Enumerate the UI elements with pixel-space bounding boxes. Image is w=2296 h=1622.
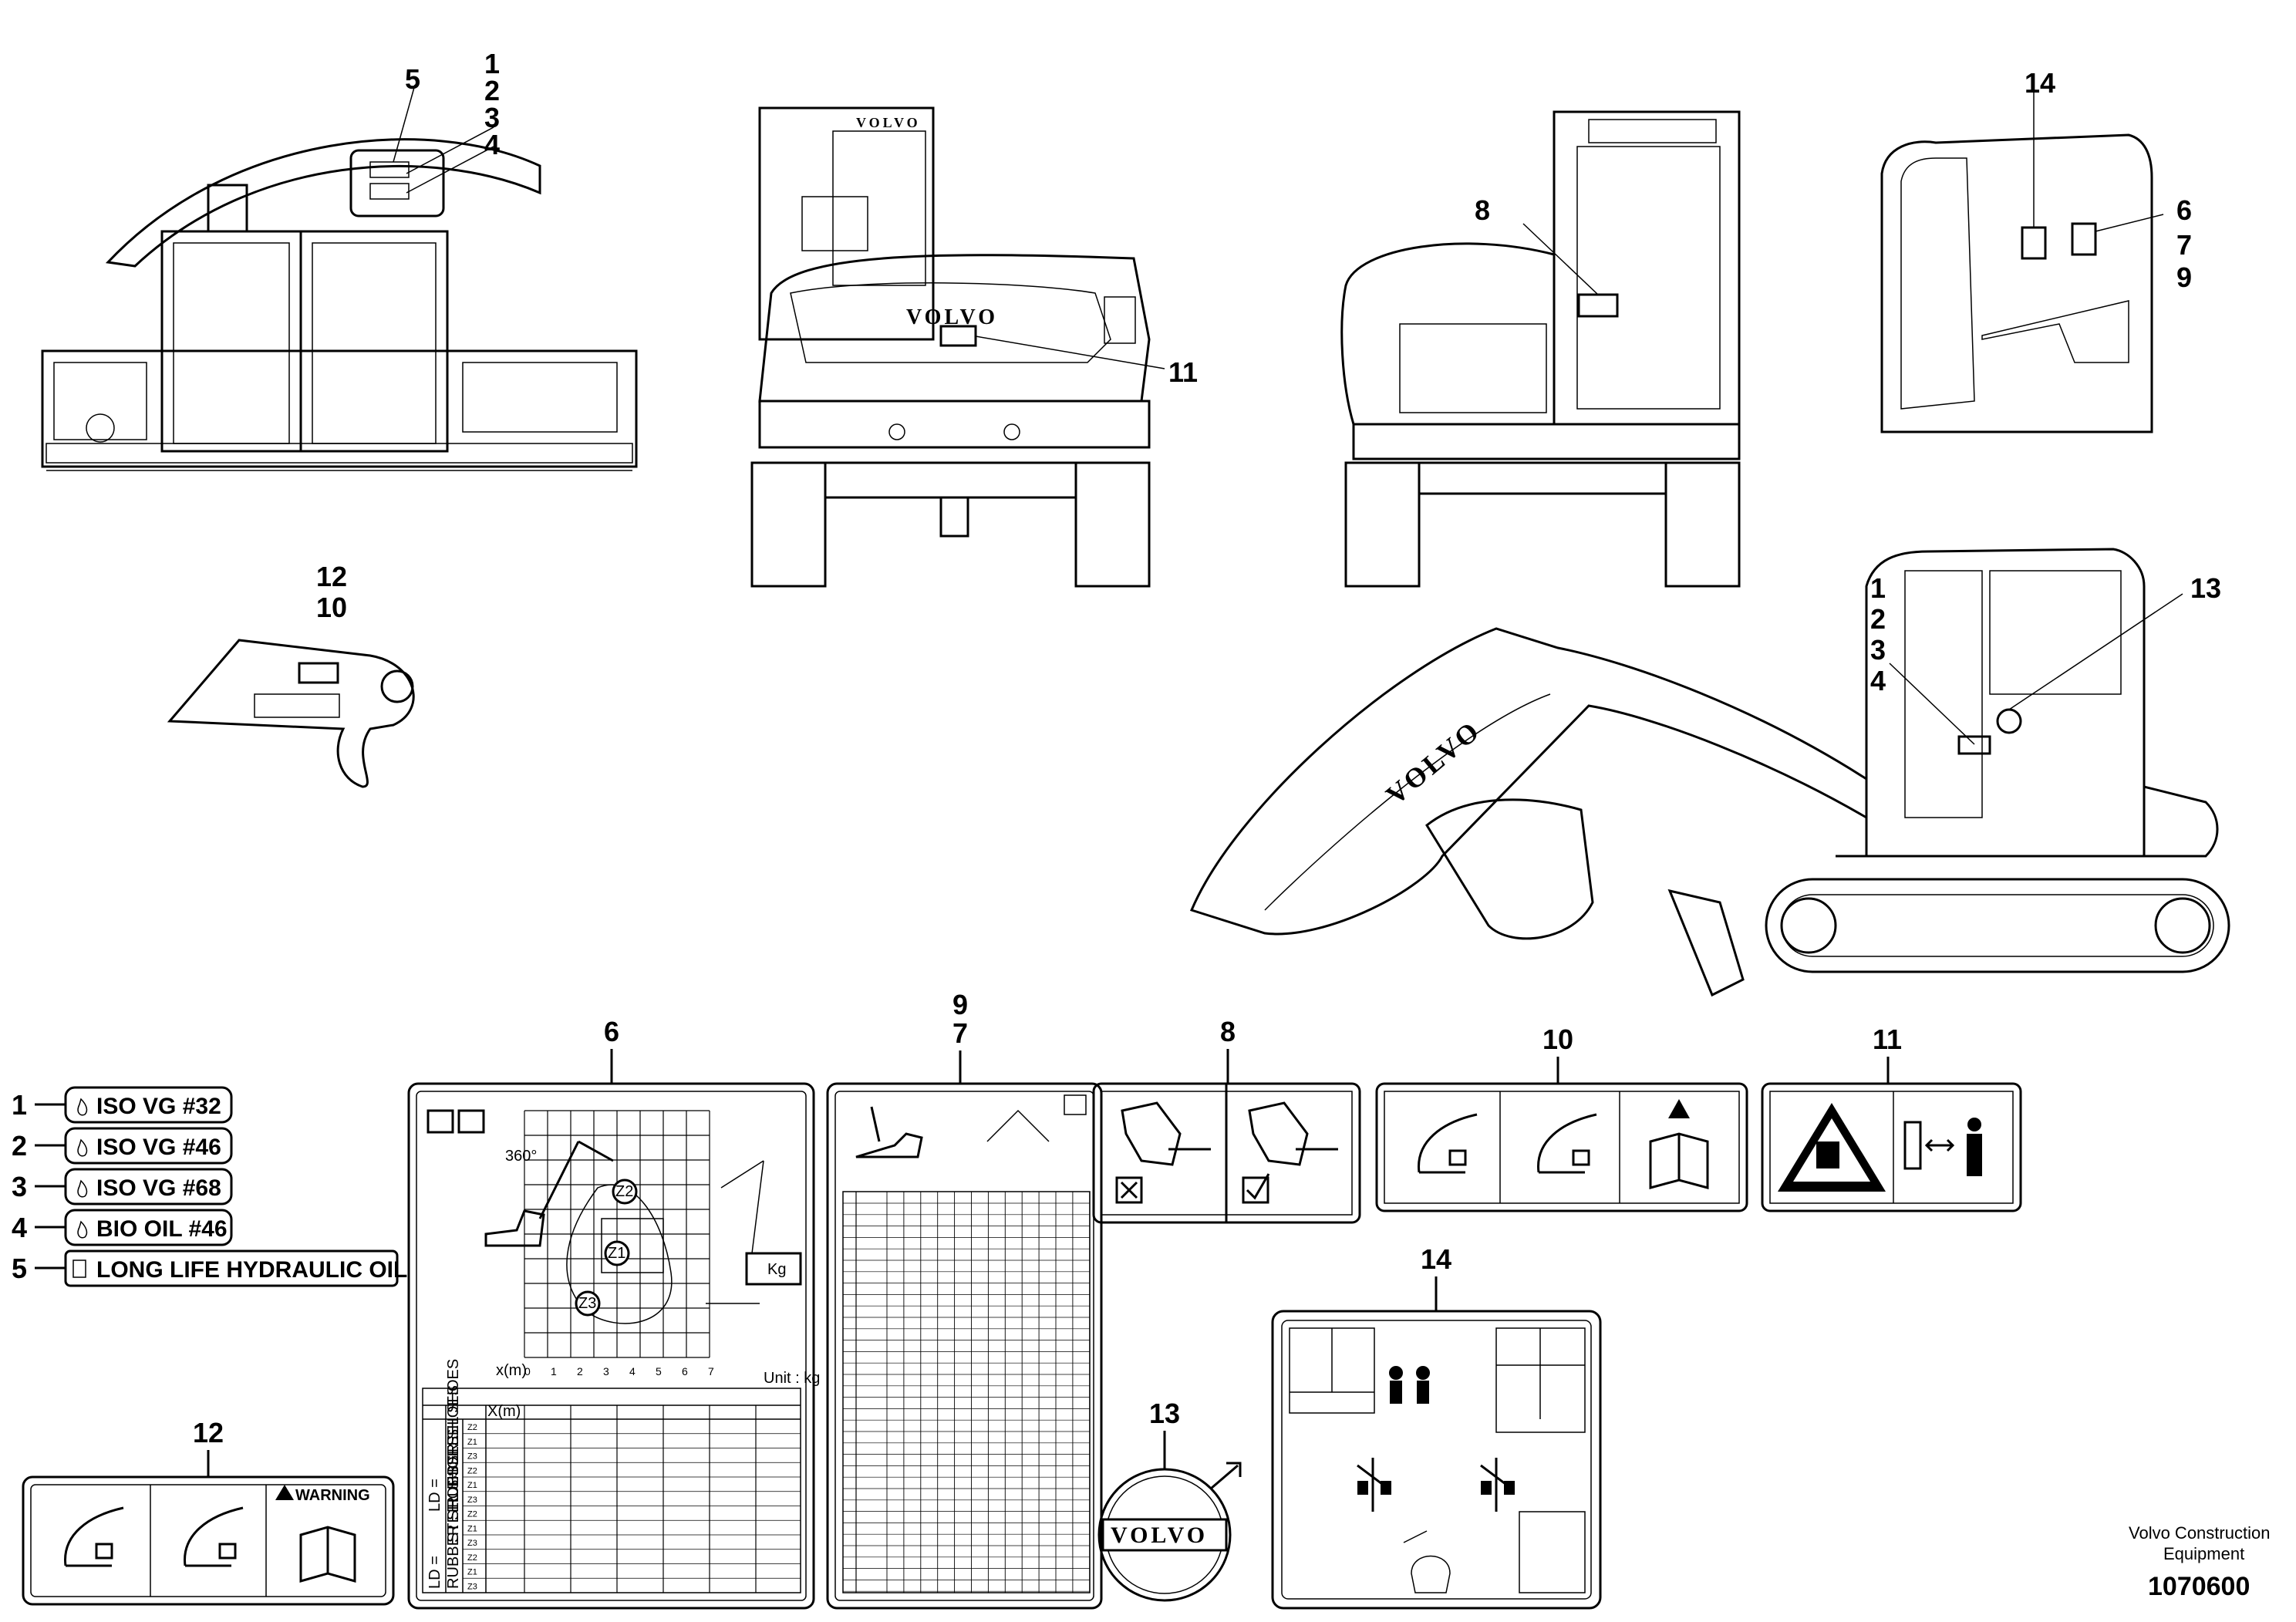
fluid-label-text-4: BIO OIL #46 <box>96 1216 228 1242</box>
machine-top-view <box>41 84 638 471</box>
table-row-label: Z3 <box>467 1582 477 1591</box>
fluid-label-text-5: LONG LIFE HYDRAULIC OIL <box>96 1257 407 1283</box>
table-row-label: Z2 <box>467 1466 477 1475</box>
callout-11: 11 <box>1168 356 1198 388</box>
callout-8-decal: 8 <box>1220 1016 1236 1047</box>
callout-6-decal: 6 <box>604 1016 619 1047</box>
x-axis-label: x(m) <box>496 1362 527 1379</box>
x-tick-label: 3 <box>603 1365 609 1378</box>
ld-label-1: LD = <box>426 1479 443 1512</box>
callout-14-decal: 14 <box>1421 1243 1451 1275</box>
decal-13-volvo-logo: VOLVO <box>1097 1462 1242 1602</box>
footer-doc-number: 1070600 <box>2148 1572 2250 1601</box>
fluid-label-num-2: 2 <box>12 1130 27 1162</box>
table-row-label: Z3 <box>467 1452 477 1462</box>
machine-rear-view: VOLVO VOLVO <box>750 106 1165 588</box>
fluid-label-num-4: 4 <box>12 1212 27 1243</box>
callout-8: 8 <box>1475 194 1490 226</box>
table-row-label: Z1 <box>467 1568 477 1577</box>
callout-4-side: 4 <box>1870 665 1886 696</box>
x-tick-label: 6 <box>682 1365 688 1378</box>
load-label: Kg <box>767 1261 786 1278</box>
decal-6-load-chart: Z2 Z1 Z3 360° Kg x(m) Unit : kg 0 1 2 3 4 5 6 7… <box>407 1082 820 1610</box>
callout-7-top: 7 <box>2176 229 2192 261</box>
fluid-label-num-3: 3 <box>12 1171 27 1202</box>
table-row-label: Z1 <box>467 1438 477 1447</box>
callout-2-side: 2 <box>1870 603 1886 635</box>
callout-13-side: 13 <box>2190 572 2221 604</box>
fluid-label-num-1: 1 <box>12 1089 27 1121</box>
x-tick-label: 5 <box>656 1365 662 1378</box>
decal-12: WARNING <box>22 1475 395 1606</box>
x-tick-label: 0 <box>524 1365 531 1378</box>
callout-9-decal: 9 <box>952 989 968 1020</box>
table-row-label: Z1 <box>467 1524 477 1533</box>
zone-z2: Z2 <box>615 1183 633 1200</box>
callout-12-mid: 12 <box>316 561 347 592</box>
callout-10-decal: 10 <box>1542 1023 1573 1055</box>
decal-14-controls <box>1271 1310 1602 1610</box>
brand-logo-decal: VOLVO <box>1111 1523 1208 1548</box>
x-tick-label: 4 <box>629 1365 636 1378</box>
callout-1-side: 1 <box>1870 572 1886 604</box>
callout-9-top: 9 <box>2176 261 2192 293</box>
quick-coupler-view <box>167 639 415 788</box>
decal-8 <box>1092 1082 1361 1224</box>
callout-11-decal: 11 <box>1873 1023 1902 1055</box>
shoe-rubber-1: RUBBER SHOES <box>445 1385 462 1508</box>
callout-3: 3 <box>484 102 500 133</box>
shoe-steel-1: STEEL SHOES <box>445 1359 462 1465</box>
callout-14-top: 14 <box>2025 67 2055 99</box>
shoe-rubber-2: RUBBER SHOES <box>445 1466 462 1589</box>
table-row-label: Z3 <box>467 1496 477 1505</box>
callout-2: 2 <box>484 75 500 106</box>
callout-4: 4 <box>484 129 500 160</box>
fluid-label-text-1: ISO VG #32 <box>96 1094 221 1119</box>
footer-company-line1: Volvo Construction <box>2129 1523 2270 1543</box>
decal-10 <box>1375 1082 1748 1212</box>
callout-1: 1 <box>484 48 500 79</box>
callout-7-decal: 7 <box>952 1017 968 1049</box>
x-tick-label: 2 <box>577 1365 583 1378</box>
shoe-steel-2: STEEL SHOES <box>445 1436 462 1543</box>
machine-front-view <box>1340 110 1741 588</box>
table-row-label: Z2 <box>467 1423 477 1432</box>
decal-12-warning: WARNING <box>295 1487 370 1504</box>
fluid-label-num-5: 5 <box>12 1253 27 1284</box>
callout-12-decal: 12 <box>193 1417 224 1448</box>
callout-3-side: 3 <box>1870 634 1886 666</box>
fluid-label-text-3: ISO VG #68 <box>96 1175 221 1201</box>
table-row-label: Z3 <box>467 1539 477 1548</box>
table-x-header: X(m) <box>487 1403 521 1420</box>
callout-10-mid: 10 <box>316 592 347 623</box>
fluid-label-text-2: ISO VG #46 <box>96 1135 221 1160</box>
fluid-labels: 1 ISO VG #32 2 ISO VG #46 3 ISO VG #68 4… <box>12 1086 407 1287</box>
zone-z1: Z1 <box>608 1245 625 1262</box>
table-row-label: Z2 <box>467 1510 477 1519</box>
brand-rear-cab: VOLVO <box>856 115 921 130</box>
callout-13-decal: 13 <box>1149 1398 1180 1429</box>
machine-side-view: VOLVO <box>1189 548 2230 997</box>
unit-label: Unit : kg <box>764 1370 820 1387</box>
brand-rear-hood: VOLVO <box>906 305 998 329</box>
zone-z3: Z3 <box>578 1295 596 1312</box>
brand-boom: VOLVO <box>1380 714 1487 811</box>
table-row-label: Z2 <box>467 1553 477 1563</box>
footer: Volvo Construction Equipment 1070600 <box>2129 1523 2270 1601</box>
callout-6-top: 6 <box>2176 194 2192 226</box>
footer-company-line2: Equipment <box>2163 1544 2244 1563</box>
x-tick-label: 1 <box>551 1365 557 1378</box>
x-tick-label: 7 <box>708 1365 714 1378</box>
rotation-label: 360° <box>505 1148 537 1165</box>
callout-5: 5 <box>405 63 420 95</box>
decal-11 <box>1761 1082 2022 1212</box>
table-row-label: Z1 <box>467 1481 477 1490</box>
decal-9-7-lift-chart <box>826 1082 1103 1610</box>
ld-label-2: LD = <box>426 1556 443 1589</box>
cab-side-view <box>1880 93 2164 433</box>
